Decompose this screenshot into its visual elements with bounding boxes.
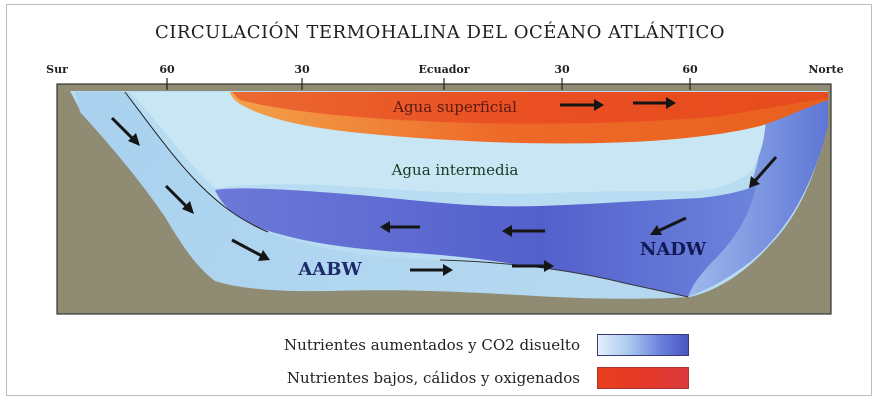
tick-label: Ecuador (418, 63, 469, 76)
aabw-nadw-boundary (439, 259, 689, 298)
aabw-label: AABW (297, 259, 362, 280)
aabw-boundary-line (124, 91, 269, 233)
arrow-icon (182, 201, 194, 214)
legend-swatch-red (597, 367, 689, 389)
arrow-icon (650, 225, 662, 235)
intermediate-water-label: Agua intermedia (391, 161, 519, 179)
arrow-icon (128, 133, 140, 146)
legend-item-nutrients-high: Nutrientes aumentados y CO2 disuelto (0, 333, 880, 357)
arrow-icon (380, 221, 390, 233)
nadw-water-mass (215, 186, 756, 297)
tick-label: 30 (294, 63, 310, 76)
surface-water-label: Agua superficial (392, 98, 517, 116)
arrow-icon (164, 184, 190, 210)
diagram-title: CIRCULACIÓN TERMOHALINA DEL OCÉANO ATLÁN… (154, 22, 726, 43)
arrow-icon (544, 260, 554, 272)
nadw-label: NADW (640, 239, 707, 260)
arrow-icon (258, 250, 270, 261)
tick-label: 30 (554, 63, 570, 76)
legend-label: Nutrientes aumentados y CO2 disuelto (284, 336, 580, 354)
arrow-icon (655, 216, 687, 234)
aabw-water-mass (75, 92, 688, 299)
arrow-icon (749, 176, 760, 188)
arrow-icon (443, 264, 453, 276)
arrow-icon (502, 225, 512, 237)
flow-arrows (110, 97, 778, 276)
legend-swatch-blue (597, 334, 689, 356)
legend-label: Nutrientes bajos, cálidos y oxigenados (286, 369, 580, 387)
tick-label: Norte (808, 63, 843, 76)
tick-label: Sur (46, 63, 68, 76)
arrow-icon (666, 97, 676, 109)
arrow-icon (110, 116, 136, 142)
arrow-icon (594, 99, 604, 111)
arrow-icon (752, 156, 778, 183)
legend-item-nutrients-low: Nutrientes bajos, cálidos y oxigenados (0, 366, 880, 390)
surface-water-highlight (232, 92, 828, 124)
tick-label: 60 (159, 63, 175, 76)
tick-label: 60 (682, 63, 698, 76)
latitude-axis: Sur 60 30 Ecuador 30 60 Norte (46, 63, 844, 90)
arrow-icon (231, 238, 263, 258)
